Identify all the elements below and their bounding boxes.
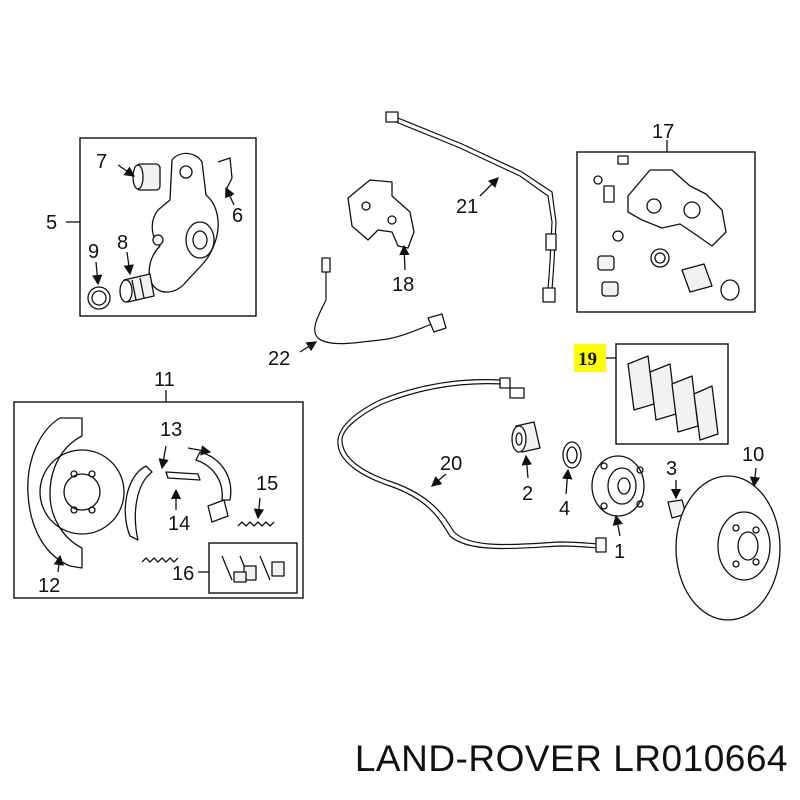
backing-plate-part [27,417,125,569]
callout-3: 3 [666,458,677,480]
callout-9: 9 [88,241,99,263]
callout-12: 12 [38,575,60,597]
highlight-19 [574,344,606,372]
caliper-carrier-part [347,179,415,271]
brake-pads-box [615,343,729,445]
callout-4: 4 [559,498,570,520]
part-caption: LAND-ROVER LR010664 [268,738,788,780]
part-number: LR010664 [613,738,788,779]
knuckle-group [66,137,257,317]
knuckle-box [79,137,257,317]
callout-labels: 7 5 6 8 9 17 21 18 19 22 11 13 15 14 16 … [38,121,764,597]
return-spring-part [141,557,179,563]
callout-19: 19 [578,349,597,370]
bushing-lower [119,273,155,303]
callout-21: 21 [456,196,478,218]
callout-16: 16 [172,563,194,585]
callout-10: 10 [742,444,764,466]
brake-pads-group [606,343,729,445]
callout-2: 2 [522,483,533,505]
brake-shoe-right [195,451,232,501]
callout-13: 13 [160,419,182,441]
callout-7: 7 [96,151,107,173]
callout-1: 1 [614,541,625,563]
brake-shoe-left [124,465,153,541]
callout-6: 6 [232,205,243,227]
callout-22: 22 [268,348,290,370]
bushing-upper [132,163,161,191]
hub-part [591,455,645,537]
sensor-cable-part [299,257,447,353]
callout-5: 5 [46,212,57,234]
hardware-kit-box [208,542,298,594]
callout-18: 18 [392,274,414,296]
brake-disc-part [675,467,781,621]
bearing-part [511,421,541,479]
bracket-part [217,157,233,197]
callout-8: 8 [117,232,128,254]
callout-20: 20 [440,453,462,475]
brake-hose-part [385,111,557,303]
seal-part [562,441,582,495]
caliper-group [576,140,756,313]
callout-11: 11 [154,369,175,391]
caliper-body-part [627,169,727,247]
callout-14: 14 [168,513,190,535]
abs-wire-part [337,377,607,553]
parking-brake-box [13,401,304,599]
brand-name: LAND-ROVER [354,738,603,779]
callout-15: 15 [256,473,278,495]
callout-17: 17 [652,121,674,143]
parking-brake-group [13,390,304,599]
caliper-box [576,151,756,313]
snap-ring-part [87,286,111,310]
